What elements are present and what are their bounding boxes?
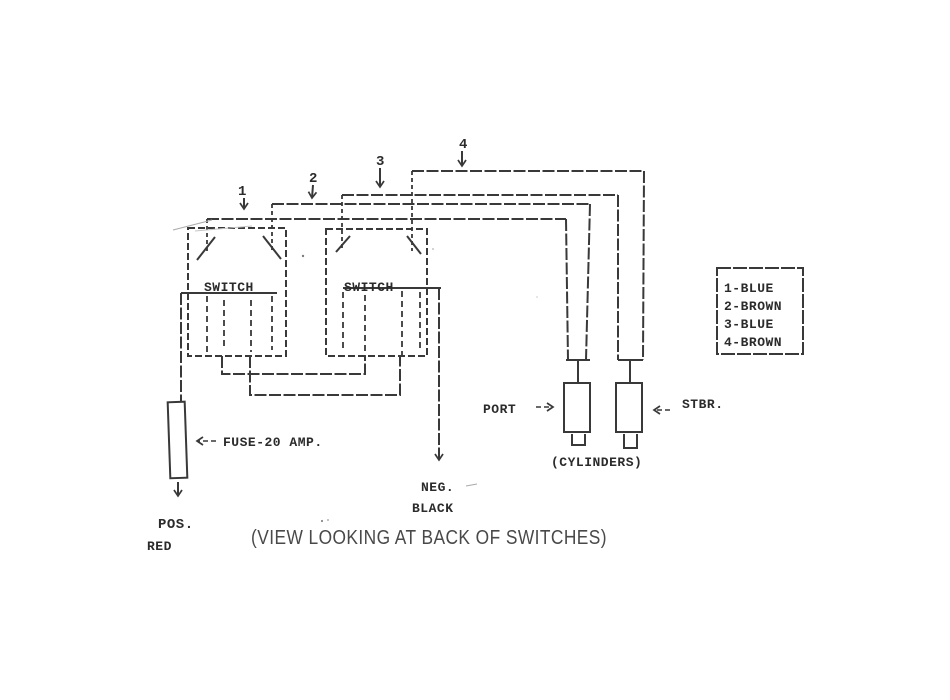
legend-box [716, 267, 804, 355]
crossover-wire-lower [249, 356, 401, 396]
starboard-cylinder-body [615, 382, 643, 433]
legend-entry-3: 3-BLUE [724, 317, 774, 332]
scan-speck [301, 254, 305, 258]
scan-smudge-line [194, 225, 253, 232]
scan-fold-line [172, 219, 213, 231]
starboard-cylinder-bracket [623, 434, 638, 449]
wire-3-number-label: 3 [376, 154, 385, 170]
scan-speck [536, 296, 538, 298]
scan-speck [327, 519, 329, 521]
right-switch-contact-right [406, 235, 422, 255]
scan-speck [320, 519, 324, 523]
legend-entry-2: 2-BROWN [724, 299, 782, 314]
negative-feed: NEG. BLACK [412, 288, 478, 516]
cylinders-group-label: (CYLINDERS) [551, 455, 642, 470]
fuse-body [166, 400, 189, 480]
scan-artifacts [172, 219, 538, 523]
positive-feed: FUSE-20 AMP. POS. RED [147, 293, 323, 554]
port-wire-pair-join [566, 359, 590, 384]
port-label: PORT [483, 402, 516, 417]
right-switch-label: SWITCH [344, 280, 394, 295]
wire-runs [206, 170, 645, 384]
negative-label: NEG. [421, 480, 454, 495]
left-switch-body [187, 227, 287, 357]
wire-1-drop-right [565, 218, 569, 361]
legend-entry-1: 1-BLUE [724, 281, 774, 296]
negative-color-label: BLACK [412, 501, 454, 516]
left-switch-contact-left [196, 236, 216, 261]
scan-stray-mark [465, 483, 478, 487]
fuse-label: FUSE-20 AMP. [223, 435, 323, 450]
diagram-caption: (VIEW LOOKING AT BACK OF SWITCHES) [251, 527, 607, 549]
wire-2-pointer-arrow-icon [307, 184, 318, 200]
starboard-label: STBR. [682, 397, 724, 412]
starboard-wire-pair-join [618, 359, 643, 384]
positive-color-label: RED [147, 539, 172, 554]
right-switch: SWITCH [325, 228, 441, 357]
left-switch-label: SWITCH [204, 280, 254, 295]
port-cylinder-bracket [571, 434, 586, 446]
legend-entry-4: 4-BROWN [724, 335, 782, 350]
cylinders: PORT STBR. (CYLINDERS) [483, 382, 724, 470]
wire-1-number-label: 1 [238, 184, 247, 200]
port-cylinder-body [563, 382, 591, 433]
wire-4-drop-right [642, 170, 645, 361]
right-switch-contact-left [335, 235, 351, 253]
right-switch-body [325, 228, 428, 357]
wire-2-drop-right [585, 203, 591, 361]
scan-speck [432, 248, 434, 250]
positive-label: POS. [158, 517, 194, 533]
wire-2-number-label: 2 [309, 171, 318, 187]
switch-crossover-wires [221, 356, 401, 396]
wire-color-legend: 1-BLUE 2-BROWN 3-BLUE 4-BROWN [716, 267, 804, 355]
left-switch-contact-right [262, 235, 282, 260]
wire-number-callouts: 1 2 3 4 [238, 137, 468, 211]
left-switch: SWITCH [181, 227, 287, 357]
wire-4-number-label: 4 [459, 137, 468, 153]
crossover-wire-upper [221, 356, 366, 375]
